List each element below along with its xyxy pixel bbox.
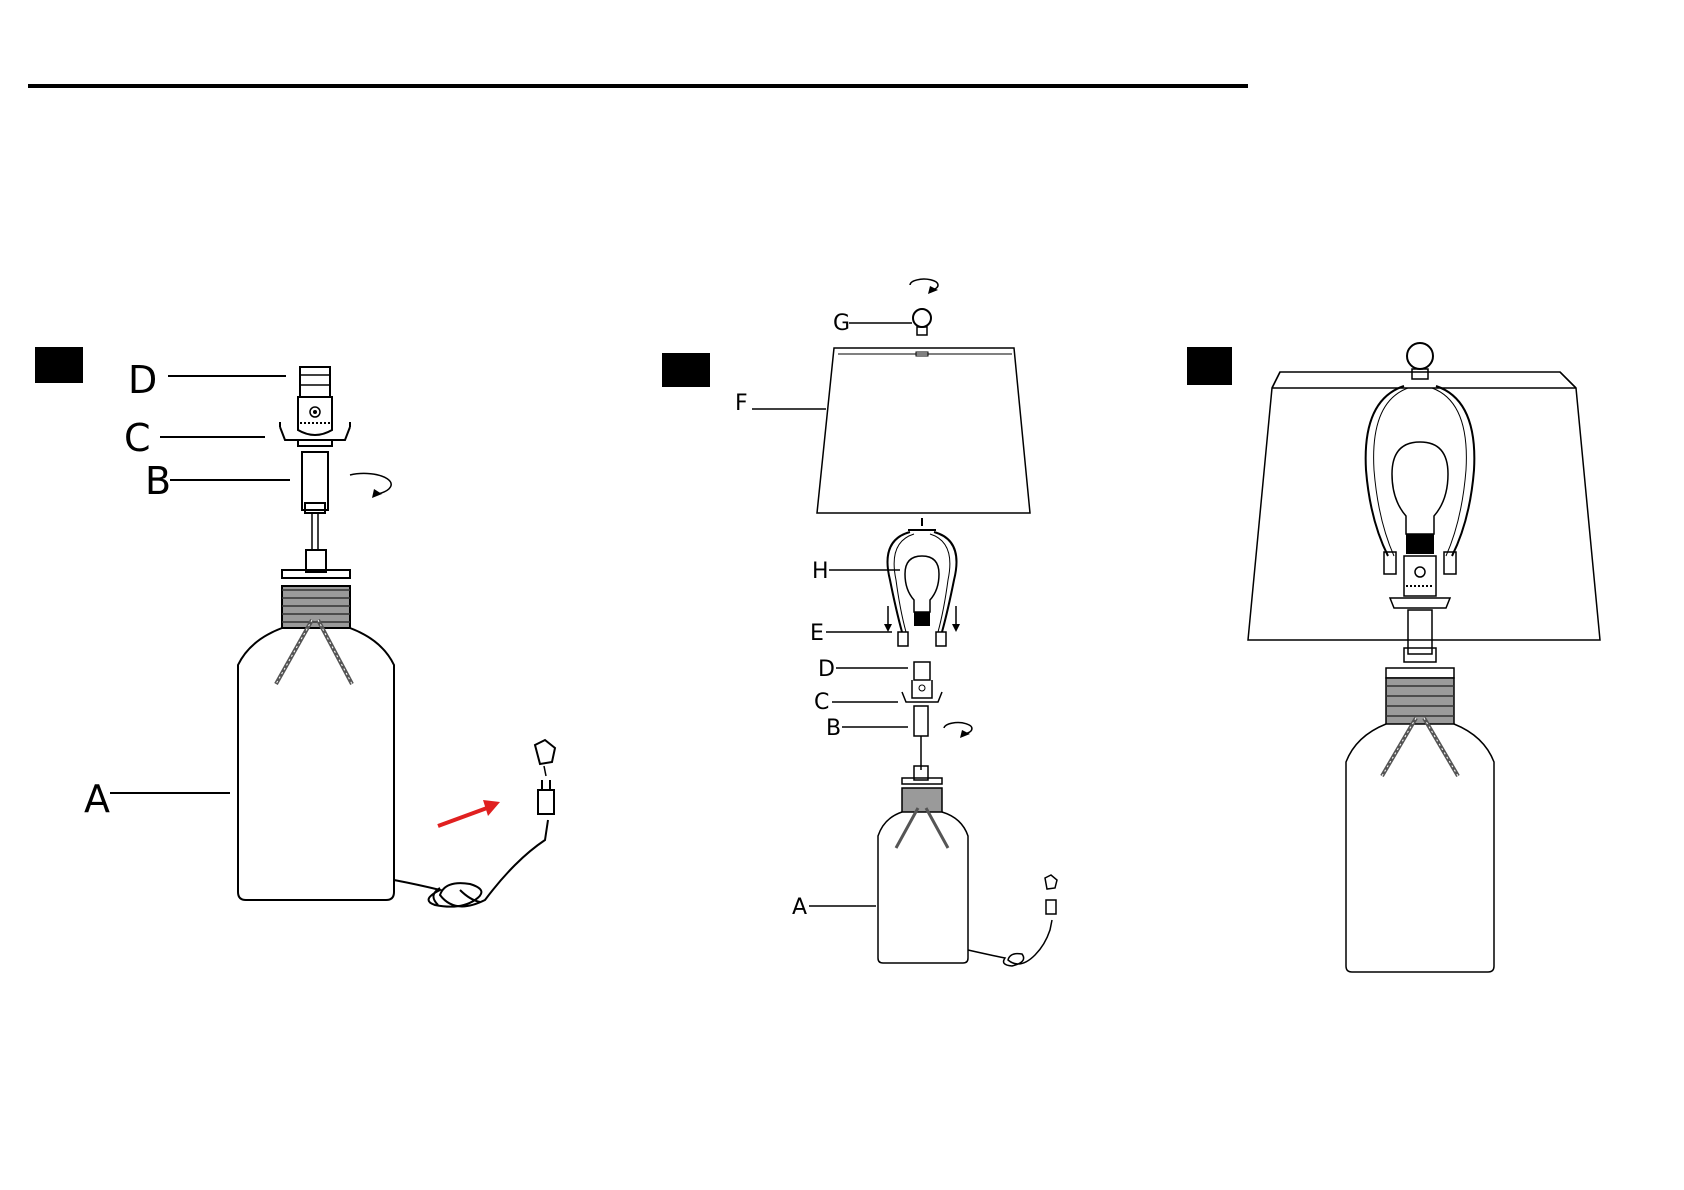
label-a: A <box>84 777 110 821</box>
power-cord-small <box>968 875 1057 966</box>
finial-g <box>910 279 938 335</box>
lamp-shade-f <box>817 348 1030 513</box>
step-1-number-box <box>35 347 83 383</box>
rotate-arrow-icon <box>944 723 972 734</box>
label-d2: D <box>818 657 835 682</box>
lamp-base-a-small <box>878 766 968 963</box>
plug-icon <box>538 790 554 814</box>
step-3-number-box <box>1187 347 1232 385</box>
neck-b <box>302 452 391 550</box>
lamp-base-a <box>238 550 394 900</box>
red-plug-in-arrow <box>438 800 500 826</box>
label-h: H <box>812 559 829 584</box>
label-e: E <box>810 621 824 646</box>
label-f: F <box>735 391 748 416</box>
label-c: C <box>124 416 151 460</box>
harp-h <box>884 518 960 646</box>
step-3-panel <box>1187 343 1600 972</box>
label-a2: A <box>792 895 807 920</box>
socket-d-small <box>912 662 932 698</box>
outlet-cap-icon <box>535 740 555 764</box>
step-2-panel: G F H E D C B A <box>662 279 1057 966</box>
plug-icon <box>1046 900 1056 914</box>
outlet-cap-icon <box>1045 875 1057 889</box>
step-1-panel: D C B A <box>35 347 555 907</box>
step-2-number-box <box>662 353 710 387</box>
rotate-arrow-icon <box>350 473 391 494</box>
socket-d <box>298 367 332 435</box>
assembled-lamp <box>1248 343 1600 972</box>
bulb-icon <box>905 556 939 612</box>
label-g: G <box>833 311 850 336</box>
harp-saddle-c-small <box>902 692 942 702</box>
power-cord <box>394 740 555 907</box>
bulb-icon <box>1392 442 1448 534</box>
neck-b-small <box>914 706 972 770</box>
label-b2: B <box>826 716 841 741</box>
label-c2: C <box>814 690 829 715</box>
label-d: D <box>128 358 157 402</box>
label-b: B <box>145 459 171 503</box>
